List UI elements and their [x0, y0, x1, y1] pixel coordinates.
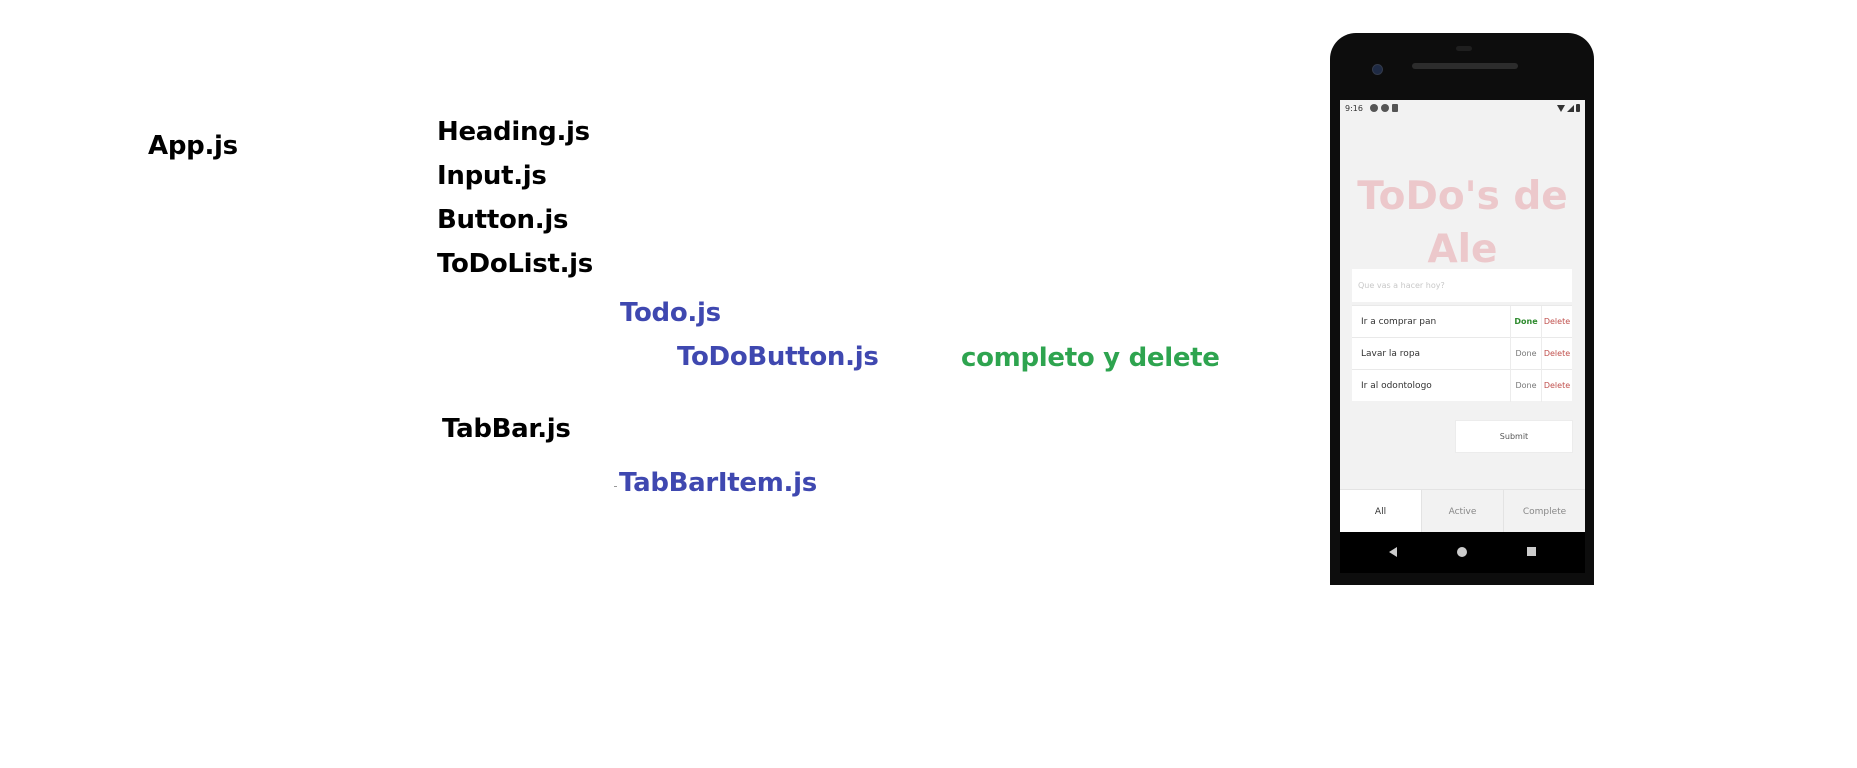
label-todobutton-note: completo y delete	[961, 343, 1220, 373]
stray-mark	[614, 486, 617, 487]
todo-row: Ir a comprar pan Done Delete	[1352, 305, 1572, 338]
todo-text: Ir a comprar pan	[1361, 316, 1437, 327]
wifi-icon	[1557, 104, 1565, 112]
sd-card-icon	[1392, 104, 1398, 112]
todo-list: Ir a comprar pan Done Delete Lavar la ro…	[1352, 305, 1572, 402]
battery-icon	[1576, 104, 1580, 112]
signal-icon	[1567, 104, 1574, 112]
todo-input[interactable]	[1352, 269, 1572, 302]
label-tabbaritem: TabBarItem.js	[619, 468, 817, 498]
phone-frame: 9:16 ToDo's de Ale Ir a comprar pan Don	[1330, 33, 1594, 585]
done-button[interactable]: Done	[1510, 369, 1541, 402]
label-input: Input.js	[437, 161, 547, 191]
delete-button[interactable]: Delete	[1541, 369, 1572, 402]
label-heading: Heading.js	[437, 117, 590, 147]
recent-apps-icon[interactable]	[1527, 547, 1536, 556]
back-icon[interactable]	[1389, 547, 1397, 557]
label-button: Button.js	[437, 205, 569, 235]
tab-active[interactable]: Active	[1421, 490, 1503, 533]
status-right-icons	[1557, 104, 1580, 112]
todo-row: Ir al odontologo Done Delete	[1352, 369, 1572, 402]
status-bar: 9:16	[1340, 100, 1585, 117]
label-tabbar: TabBar.js	[442, 414, 571, 444]
sensor-icon	[1456, 46, 1472, 51]
delete-button[interactable]: Delete	[1541, 305, 1572, 338]
label-todobutton: ToDoButton.js	[677, 342, 879, 372]
tab-complete[interactable]: Complete	[1503, 490, 1585, 533]
camera-icon	[1372, 64, 1383, 75]
tab-bar: All Active Complete	[1340, 489, 1585, 533]
status-time: 9:16	[1345, 104, 1363, 113]
done-button[interactable]: Done	[1510, 305, 1541, 338]
todo-text: Ir al odontologo	[1361, 380, 1432, 391]
phone-screen: 9:16 ToDo's de Ale Ir a comprar pan Don	[1340, 100, 1585, 573]
home-icon[interactable]	[1457, 547, 1467, 557]
tab-all[interactable]: All	[1340, 490, 1421, 533]
submit-button[interactable]: Submit	[1455, 420, 1573, 453]
done-button[interactable]: Done	[1510, 337, 1541, 370]
notification-icon	[1370, 104, 1378, 112]
label-todo: Todo.js	[620, 298, 721, 328]
todo-text: Lavar la ropa	[1361, 348, 1421, 359]
speaker-icon	[1412, 63, 1518, 69]
delete-button[interactable]: Delete	[1541, 337, 1572, 370]
android-nav-bar	[1340, 532, 1585, 573]
sync-icon	[1381, 104, 1389, 112]
status-left-icons	[1370, 104, 1398, 112]
todo-row: Lavar la ropa Done Delete	[1352, 337, 1572, 370]
label-todolist: ToDoList.js	[437, 249, 593, 279]
label-app: App.js	[148, 131, 238, 161]
app-heading: ToDo's de Ale	[1357, 174, 1568, 272]
